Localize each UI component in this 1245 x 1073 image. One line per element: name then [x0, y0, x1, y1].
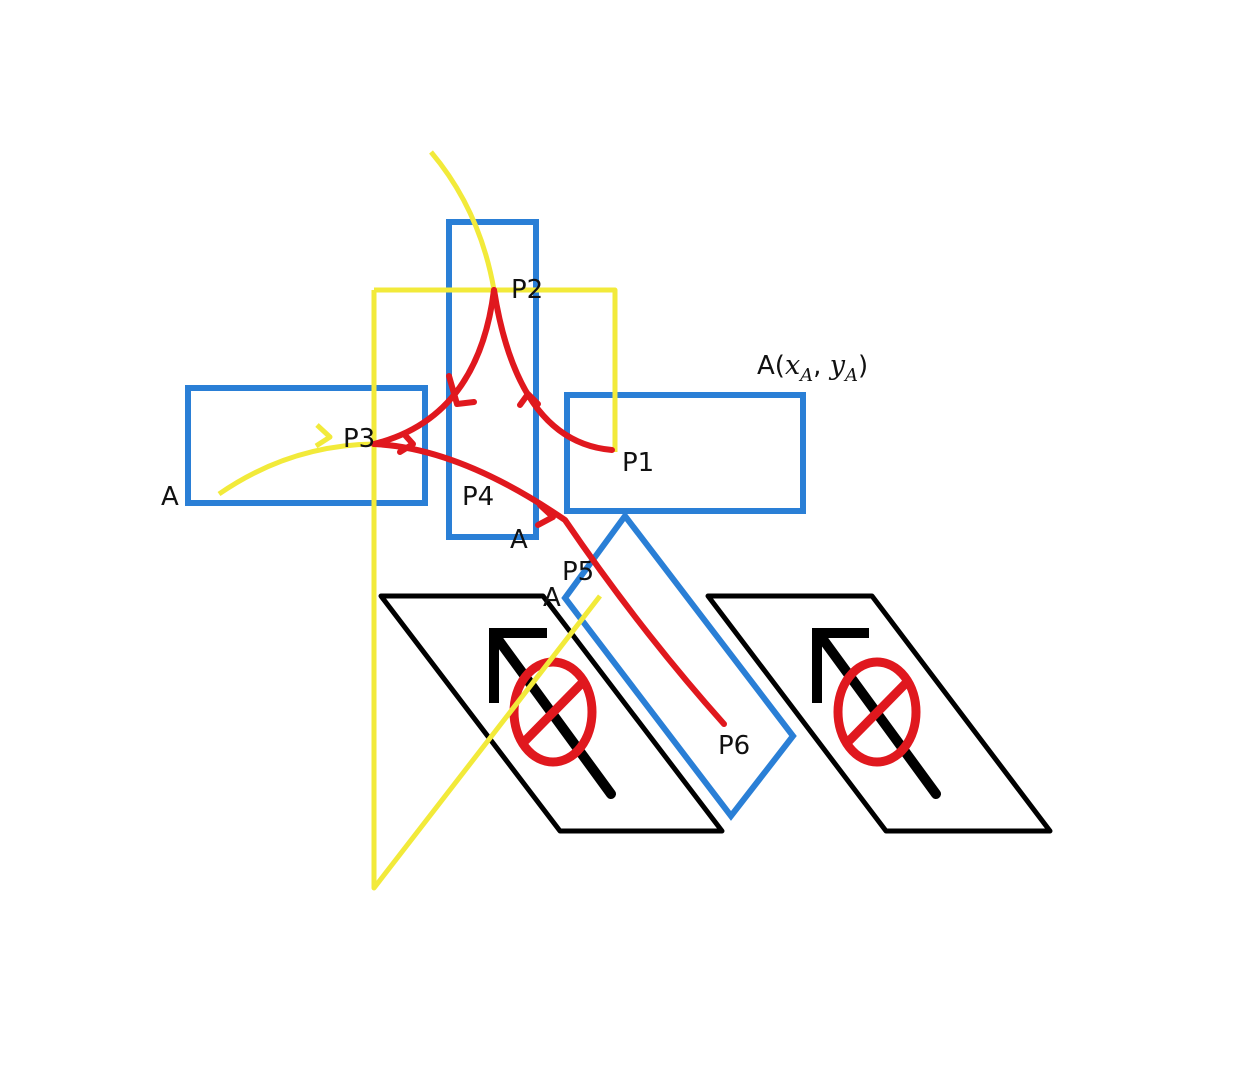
parking-space-right [705, 593, 1053, 834]
vehicle-boxes [185, 219, 806, 821]
vehicle-box-p1 [564, 392, 806, 514]
trajectory-p2-p3 [371, 287, 497, 447]
yellow-corner-path [374, 287, 618, 452]
label-p2: P2 [511, 275, 543, 305]
label-a-left: A [161, 482, 179, 512]
arrowhead-p3-p4 [397, 431, 416, 455]
yellow-left-boundary [371, 290, 602, 891]
coord-comma: , [813, 351, 830, 381]
label-p6: P6 [718, 731, 750, 761]
no-parking-arrow-icon [489, 628, 616, 799]
coord-suffix: ) [858, 351, 868, 381]
label-a-lower: A [543, 583, 561, 613]
arrowhead-p1-p2 [517, 391, 541, 408]
coord-x-sub: A [798, 365, 813, 386]
vehicle-box-p6 [561, 510, 797, 821]
point-labels: P1 P2 P3 P4 P5 P6 A A A [161, 275, 750, 761]
parking-spaces [378, 593, 1053, 834]
yellow-arrowhead [314, 423, 333, 449]
coord-y-sub: A [843, 365, 858, 386]
label-p1: P1 [622, 448, 654, 478]
coordinate-label: A(xA, yA) [757, 350, 868, 386]
label-a-middle: A [510, 525, 528, 555]
arrowhead-p2-p3 [446, 373, 477, 407]
vehicle-box-p3 [185, 385, 428, 506]
label-p4: P4 [462, 482, 494, 512]
coord-prefix: A( [757, 351, 785, 381]
arrowhead-p4-p5 [535, 502, 556, 528]
yellow-entry-curve [217, 441, 375, 497]
trajectory-p3-p6 [371, 441, 727, 727]
label-p3: P3 [343, 424, 375, 454]
yellow-paths [217, 150, 618, 891]
trajectory-p1-p2 [491, 287, 615, 453]
label-p5: P5 [562, 557, 594, 587]
parking-space-left [378, 593, 725, 834]
coord-x-var: x [785, 350, 800, 381]
red-trajectory [371, 287, 727, 727]
coord-y-var: y [829, 350, 846, 381]
no-parking-arrow-icon [812, 628, 941, 799]
yellow-top-curve [429, 150, 497, 291]
